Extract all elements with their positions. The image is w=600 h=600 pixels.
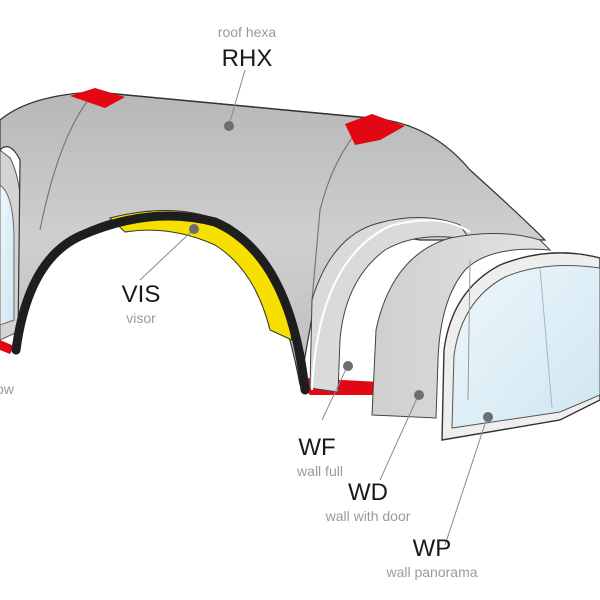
wp-description: wall panorama [385, 564, 477, 580]
vis-code: VIS [122, 281, 161, 308]
wf-code: WF [298, 434, 335, 461]
wf-description: wall full [296, 463, 343, 479]
marker-wp [483, 412, 493, 422]
wp-code: WP [413, 535, 452, 562]
wd-description: wall with door [325, 508, 411, 524]
marker-rhx [224, 121, 234, 131]
rhx-code: RHX [222, 45, 273, 72]
rhx-description: roof hexa [218, 24, 277, 40]
wd-code: WD [348, 479, 388, 506]
vis-description: visor [126, 310, 156, 326]
wall-panorama-panel [442, 253, 600, 440]
cropped-label: ow [0, 381, 15, 397]
marker-wf [343, 361, 353, 371]
marker-wd [414, 390, 424, 400]
marker-vis [189, 224, 199, 234]
